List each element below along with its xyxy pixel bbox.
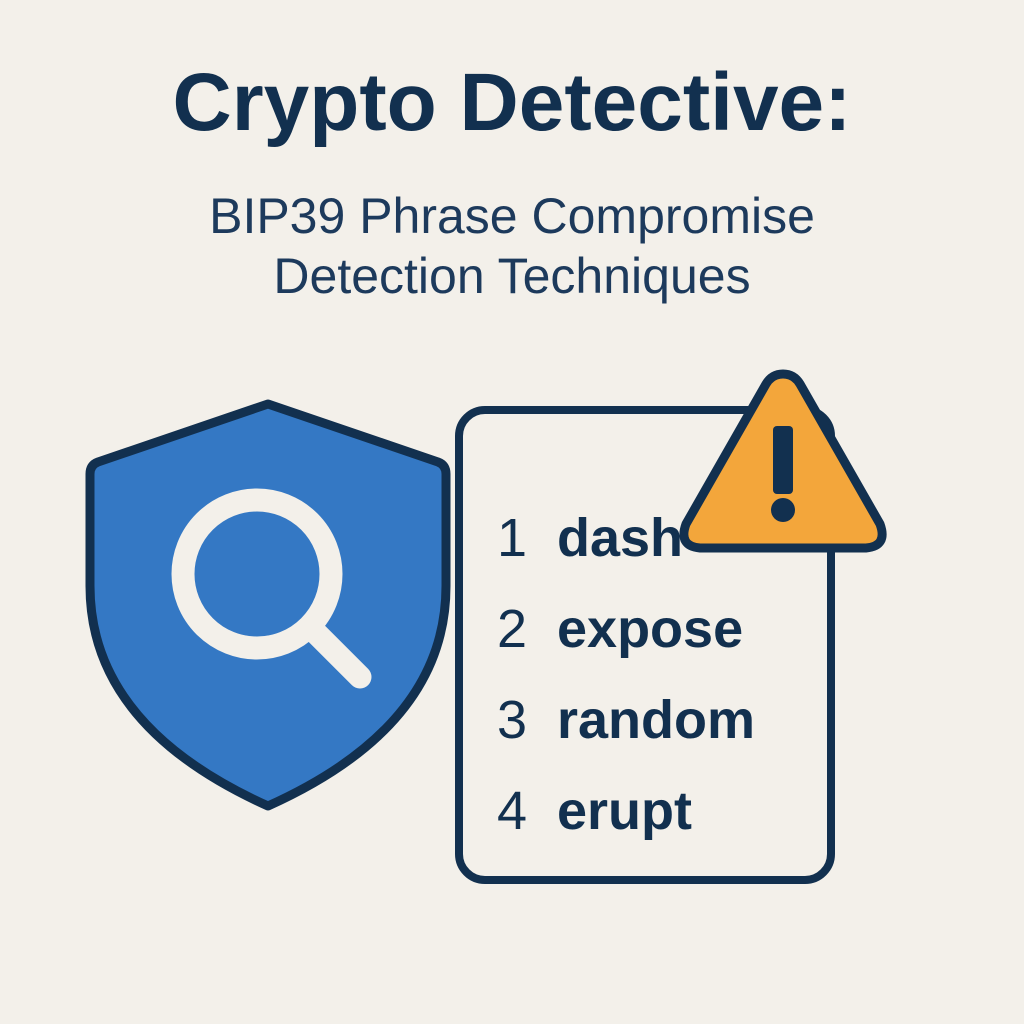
page-subtitle: BIP39 Phrase Compromise Detection Techni… (0, 186, 1024, 306)
word-text: dash (557, 508, 684, 568)
word-index: 1 (497, 508, 528, 568)
seed-word-list: 1 dash 2 expose 3 random 4 erupt (497, 498, 755, 862)
seed-word-row: 4 erupt (497, 771, 755, 862)
word-text: erupt (557, 781, 692, 841)
page-title: Crypto Detective: (172, 57, 852, 148)
seed-word-row: 1 dash (497, 498, 755, 589)
word-index: 2 (497, 599, 528, 659)
word-text: expose (557, 599, 744, 659)
word-text: random (557, 690, 756, 750)
seed-word-row: 2 expose (497, 589, 755, 680)
word-index: 4 (497, 781, 528, 841)
seed-word-row: 3 random (497, 680, 755, 771)
subtitle-line-2: Detection Techniques (273, 248, 751, 304)
warning-triangle-icon (679, 369, 887, 553)
shield-search-icon (85, 399, 451, 811)
word-index: 3 (497, 690, 528, 750)
magnifier-icon (171, 488, 372, 689)
subtitle-line-1: BIP39 Phrase Compromise (209, 188, 815, 244)
